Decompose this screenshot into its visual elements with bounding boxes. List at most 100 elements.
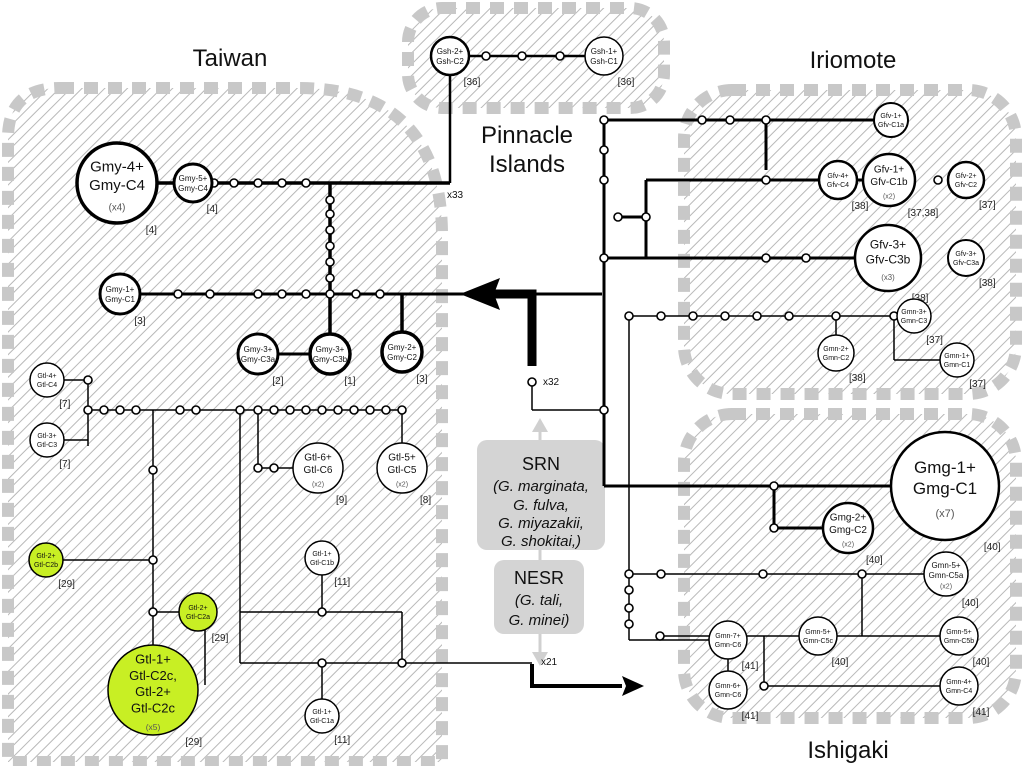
haplotype-label: Gtl-C5 (388, 465, 417, 476)
haplotype-node-gmn2: Gmn-2+Gmn-C2[38] (817, 334, 866, 384)
mutation-step-dot (253, 178, 263, 188)
reference-label: [37] (926, 335, 943, 346)
haplotype-label: Gmn-1+ (944, 353, 969, 360)
haplotype-circle (584, 36, 624, 76)
haplotype-label: Gsh-2+ (437, 47, 464, 56)
haplotype-circle (939, 616, 979, 656)
haplotype-label: Gtl-C1b (310, 560, 334, 567)
haplotype-label: Gmy-4+ (90, 158, 144, 175)
multiplicity-x32: x32 (543, 377, 560, 388)
haplotype-label: Gmn-C5c (803, 638, 833, 645)
reference-label: [38] (852, 201, 869, 212)
haplotype-label: Gmn-C2 (823, 355, 850, 362)
haplotype-label: Gmn-C4 (946, 688, 973, 695)
haplotype-circle (98, 272, 142, 316)
multiplicity-labels: x33 x32 x21 (447, 190, 560, 668)
haplotype-circle (817, 334, 855, 372)
mutation-step-dot (205, 289, 215, 299)
haplotype-circle (304, 698, 340, 734)
haplotype-label: Gsh-1+ (591, 47, 618, 56)
reference-label: [7] (59, 399, 70, 410)
haplotype-node-gmg1: Gmg-1+Gmg-C1(x7)[40] (889, 430, 1001, 553)
haplotype-node-gsh2: Gsh-2+Gsh-C2[36] (429, 35, 481, 88)
haplotype-circle (292, 442, 344, 494)
haplotype-circle (896, 298, 932, 334)
srn-species-3: G. miyazakii, (498, 515, 584, 532)
reference-label: [36] (618, 77, 635, 88)
mutation-step-dot (517, 51, 527, 61)
mutation-step-dot (527, 377, 537, 387)
haplotype-label: Gmn-5+ (805, 629, 830, 636)
haplotype-label: Gmy-5+ (179, 174, 208, 183)
haplotype-circle (75, 141, 159, 225)
reference-label: [40] (973, 657, 990, 668)
reference-label: [8] (420, 495, 431, 506)
nesr-species-2: G. minei) (509, 612, 570, 629)
haplotype-node-gtl2b: Gtl-2+Gtl-C2b[29] (28, 542, 75, 590)
pinnacle-label-line2: Islands (489, 151, 565, 178)
haplotype-circle (28, 542, 64, 578)
mutation-step-dot (761, 115, 771, 125)
reference-label: [4] (146, 225, 157, 236)
mutation-step-dot (277, 178, 287, 188)
legend: SRN (G. marginata, G. fulva, G. miyazaki… (477, 418, 605, 666)
haplotype-node-gmn1: Gmn-1+Gmn-C1[37] (939, 342, 986, 390)
haplotype-label: Gmn-5+ (931, 561, 960, 570)
mutation-step-dot (325, 273, 335, 283)
haplotype-circle (821, 501, 875, 555)
haplotype-label: Gfv-C3b (866, 253, 911, 267)
mutation-step-dot (656, 569, 666, 579)
reference-label: [7] (59, 459, 70, 470)
mutation-step-dot (175, 405, 185, 415)
mutation-step-dot (624, 311, 634, 321)
legend-arrow-up-head (532, 418, 548, 432)
haplotype-label: Gmn-C6 (715, 692, 742, 699)
mutation-step-dot (769, 523, 779, 533)
haplotype-node-gtl1a: Gtl-1+Gtl-C1a[11] (304, 698, 350, 746)
haplotype-circle (923, 551, 969, 597)
haplotype-label: Gmn-3+ (901, 309, 926, 316)
mutation-step-dot (381, 405, 391, 415)
haplotype-label: Gtl-4+ (37, 373, 56, 380)
mutation-step-dot (624, 585, 634, 595)
haplotype-label: Gfv-C4 (827, 182, 849, 189)
haplotype-circle (429, 35, 471, 77)
reference-label: [11] (334, 735, 350, 746)
haplotype-label: Gmy-C2 (387, 353, 417, 362)
haplotype-node-gtl4: Gtl-4+Gtl-C4[7] (29, 362, 71, 410)
mutation-step-dot (253, 289, 263, 299)
mutation-step-dot (148, 607, 158, 617)
haplotype-circle (861, 152, 917, 208)
mutation-step-dot (325, 195, 335, 205)
mutation-step-dot (148, 465, 158, 475)
multiplicity-x21: x21 (541, 657, 558, 668)
mutation-step-dot (752, 311, 762, 321)
ishigaki-label: Ishigaki (807, 737, 888, 764)
haplotype-label: Gmy-C4 (89, 177, 145, 194)
haplotype-label: Gtl-C2c (131, 700, 176, 715)
haplotype-node-gmy5: Gmy-5+Gmy-C4[4] (172, 162, 218, 215)
mutation-step-dot (83, 405, 93, 415)
haplotype-node-gfv1b: Gfv-1+Gfv-C1b(x2)[37,38] (861, 152, 939, 219)
mutation-step-dot (397, 405, 407, 415)
haplotype-node-gmn5b: Gmn-5+Gmn-C5b[40] (939, 616, 990, 668)
arrow-to-taiwan-head (460, 278, 500, 310)
haplotype-circle (939, 666, 979, 706)
mutation-step-dot (317, 658, 327, 668)
reference-label: [40] (866, 555, 883, 566)
mutation-step-dot (317, 607, 327, 617)
haplotype-label: Gmn-C5a (929, 571, 964, 580)
mutation-step-dot (325, 289, 335, 299)
haplotype-label: Gfv-3+ (870, 238, 906, 252)
pinnacle-label-line1: Pinnacle (481, 122, 573, 149)
haplotype-label: Gfv-4+ (827, 173, 848, 180)
mutation-step-dot (333, 405, 343, 415)
mutation-step-dot (99, 405, 109, 415)
reference-label: [11] (334, 577, 350, 588)
multiplicity-x33: x33 (447, 190, 464, 201)
mutation-step-dot (325, 225, 335, 235)
haplotype-node-gmn3: Gmn-3+Gmn-C3[37] (896, 298, 943, 346)
haplotype-label: Gfv-2+ (955, 173, 976, 180)
haplotype-label: Gmn-C5b (944, 638, 974, 645)
mutation-step-dot (277, 289, 287, 299)
